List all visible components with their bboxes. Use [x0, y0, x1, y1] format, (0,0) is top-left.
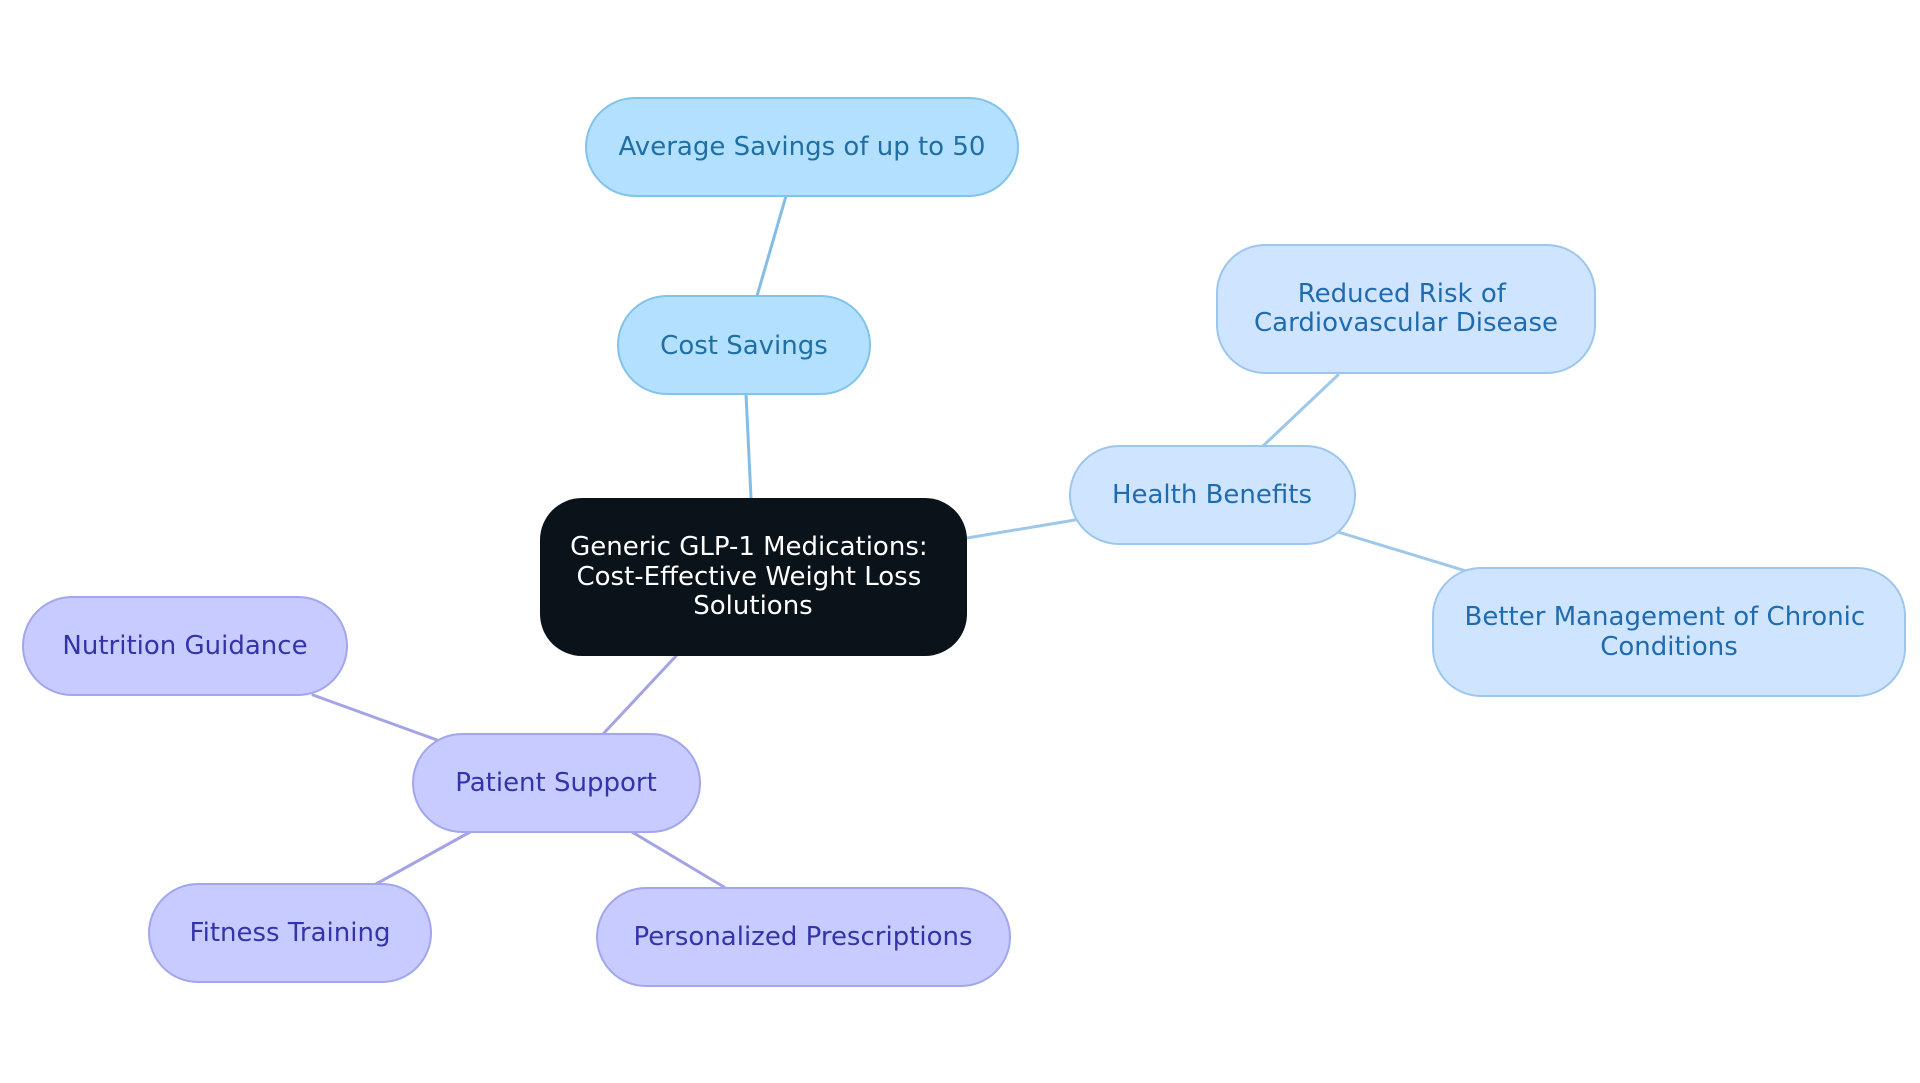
- node-cost-savings-label: Cost Savings: [660, 331, 828, 361]
- node-health-benefits[interactable]: Health Benefits: [1069, 445, 1356, 545]
- node-cost-savings-box: [617, 295, 871, 395]
- node-health-benefits-box: [1069, 445, 1356, 545]
- node-personalized-prescriptions[interactable]: Personalized Prescriptions: [596, 887, 1011, 987]
- node-fitness-training[interactable]: Fitness Training: [148, 883, 432, 983]
- node-patient-support-line: Patient Support: [455, 768, 657, 798]
- central-node-box: [540, 498, 967, 656]
- node-cost-savings-line: Cost Savings: [660, 331, 828, 361]
- edge-central-patient-support: [602, 654, 678, 735]
- node-fitness-training-label: Fitness Training: [190, 918, 391, 948]
- node-personalized-prescriptions-label: Personalized Prescriptions: [633, 922, 972, 952]
- node-reduced-risk-line: Reduced Risk of: [1298, 279, 1507, 309]
- node-reduced-risk-label: Reduced Risk of Cardiovascular Disease: [1254, 279, 1558, 338]
- edge-central-cost-savings: [744, 392, 753, 500]
- node-average-savings-label: Average Savings of up to 50: [619, 132, 986, 162]
- central-node-line: Cost-Effective Weight Loss: [576, 562, 921, 592]
- node-health-benefits-label: Health Benefits: [1112, 480, 1312, 510]
- node-reduced-risk[interactable]: Reduced Risk of Cardiovascular Disease: [1216, 244, 1596, 374]
- node-patient-support[interactable]: Patient Support: [412, 733, 701, 833]
- edge-health-benefits-better-management: [1336, 530, 1468, 573]
- node-nutrition-guidance-box: [22, 596, 348, 696]
- node-better-management[interactable]: Better Management of Chronic Conditions: [1432, 567, 1906, 697]
- node-fitness-training-box: [148, 883, 432, 983]
- edge-central-health-benefits: [965, 518, 1077, 540]
- node-better-management-line: Conditions: [1600, 632, 1738, 662]
- edge-patient-support-nutrition-guidance: [311, 693, 439, 742]
- node-nutrition-guidance-label: Nutrition Guidance: [62, 631, 307, 661]
- node-average-savings-line: Average Savings of up to 50: [619, 132, 986, 162]
- node-nutrition-guidance[interactable]: Nutrition Guidance: [22, 596, 348, 696]
- edge-cost-savings-average-savings: [755, 194, 788, 298]
- edge-health-benefits-reduced-risk: [1261, 373, 1340, 448]
- node-health-benefits-line: Health Benefits: [1112, 480, 1312, 510]
- node-reduced-risk-line: Cardiovascular Disease: [1254, 308, 1558, 338]
- node-better-management-line: Better Management of Chronic: [1465, 602, 1866, 632]
- edges: [311, 194, 1468, 889]
- central-node[interactable]: Generic GLP-1 Medications: Cost-Effectiv…: [540, 498, 967, 656]
- node-cost-savings[interactable]: Cost Savings: [617, 295, 871, 395]
- node-patient-support-label: Patient Support: [455, 768, 657, 798]
- node-fitness-training-line: Fitness Training: [190, 918, 391, 948]
- node-nutrition-guidance-line: Nutrition Guidance: [62, 631, 307, 661]
- edge-patient-support-personalized-prescriptions: [630, 830, 726, 889]
- node-average-savings[interactable]: Average Savings of up to 50: [585, 97, 1019, 197]
- node-better-management-label: Better Management of Chronic Conditions: [1465, 602, 1874, 662]
- central-node-line: Solutions: [693, 591, 812, 621]
- central-node-label: Generic GLP-1 Medications: Cost-Effectiv…: [570, 532, 936, 621]
- node-personalized-prescriptions-box: [596, 887, 1011, 987]
- node-patient-support-box: [412, 733, 701, 833]
- central-node-line: Generic GLP-1 Medications:: [570, 532, 928, 562]
- node-average-savings-box: [585, 97, 1019, 197]
- node-better-management-box: [1432, 567, 1906, 697]
- edge-patient-support-fitness-training: [374, 830, 472, 886]
- node-reduced-risk-box: [1216, 244, 1596, 374]
- nodes: Generic GLP-1 Medications: Cost-Effectiv…: [22, 97, 1906, 987]
- node-personalized-prescriptions-line: Personalized Prescriptions: [633, 922, 972, 952]
